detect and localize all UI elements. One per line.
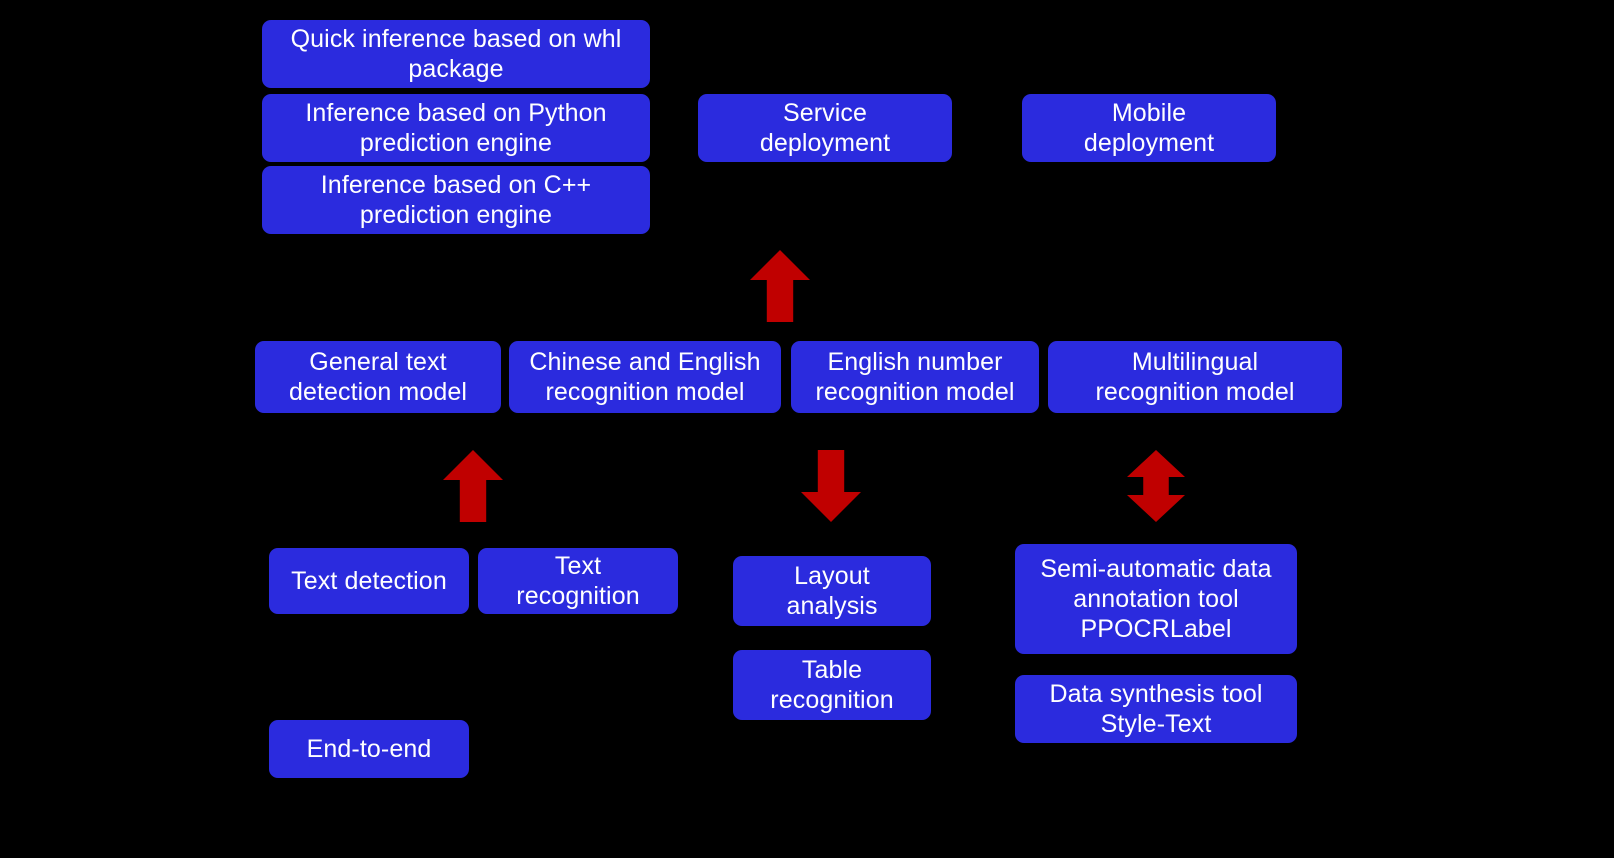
node-service-deployment[interactable]: Service deployment: [698, 94, 952, 162]
node-end-to-end[interactable]: End-to-end: [269, 720, 469, 778]
node-text-detection[interactable]: Text detection: [269, 548, 469, 614]
arrow-algorithms-to-models: [443, 450, 503, 522]
node-chinese-english-recognition-model[interactable]: Chinese and English recognition model: [509, 341, 781, 413]
arrow-models-to-data-tools: [1127, 450, 1185, 522]
node-mobile-deployment[interactable]: Mobile deployment: [1022, 94, 1276, 162]
node-quick-inference-whl[interactable]: Quick inference based on whl package: [262, 20, 650, 88]
node-multilingual-recognition-model[interactable]: Multilingual recognition model: [1048, 341, 1342, 413]
node-text-recognition[interactable]: Text recognition: [478, 548, 678, 614]
node-inference-cpp[interactable]: Inference based on C++ prediction engine: [262, 166, 650, 234]
node-layout-analysis[interactable]: Layout analysis: [733, 556, 931, 626]
node-style-text-synthesis-tool[interactable]: Data synthesis tool Style-Text: [1015, 675, 1297, 743]
node-ppocrlabel-annotation-tool[interactable]: Semi-automatic data annotation tool PPOC…: [1015, 544, 1297, 654]
node-inference-python[interactable]: Inference based on Python prediction eng…: [262, 94, 650, 162]
node-table-recognition[interactable]: Table recognition: [733, 650, 931, 720]
node-english-number-recognition-model[interactable]: English number recognition model: [791, 341, 1039, 413]
node-general-text-detection-model[interactable]: General text detection model: [255, 341, 501, 413]
arrow-models-to-document-analysis: [801, 450, 861, 522]
arrow-models-to-deployment: [750, 250, 810, 322]
